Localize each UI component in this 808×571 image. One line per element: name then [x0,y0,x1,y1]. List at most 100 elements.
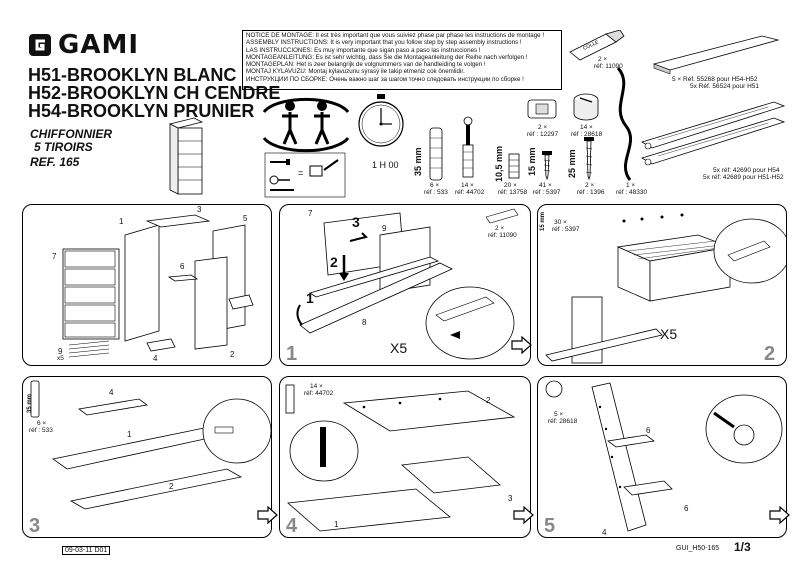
notice-line: LAS INSTRUCCIONES: Es muy importante que… [246,46,481,54]
brand-name: GAMI [58,30,140,60]
cam-bolt-illustration [285,384,516,532]
slides-ref-2: 5x réf: 42689 pour H51-H52 [703,174,784,181]
next-arrow-icon [511,336,532,354]
step-number: 5 [544,515,556,537]
cam-qty: 5 × [554,411,564,418]
part-label-4: 4 [109,388,114,397]
step-4-panel: 14 × réf: 44702 2 3 1 4 [279,376,531,538]
brand-logo: GAMI [28,30,139,60]
dowel-qty: 6 × [430,182,440,189]
cam-fitting-ref: réf : 28618 [571,131,603,138]
screw-ref: réf : 5397 [552,226,580,233]
side-panel-illustration [545,380,783,532]
glue-ref: réf: 11090 [488,232,517,239]
glue-ref: réf: 11090 [594,63,623,70]
screw-dim: 15 mm [540,211,546,231]
plug-icon [508,153,520,179]
short-screw-icon [542,151,552,180]
arrow-step-3: 3 [352,214,360,230]
step-1-panel: 7 9 8 1 2 3 2 × réf: 11090 1 X5 [279,204,531,366]
notice-line: ASSEMBLY INSTRUCTIONS: It is very import… [246,39,522,47]
two-people-icon [262,97,350,153]
arrow-step-1: 1 [306,290,314,306]
step-2-panel: 30 × réf : 5397 15 mm X5 2 [537,204,787,366]
dowel-insertion-illustration [30,380,271,510]
glue-qty: 2 × [495,225,505,232]
step-number: 1 [286,343,298,365]
top-rail-ref-2: 5x Réf. 56524 pour H51 [690,83,760,90]
long-screw-ref: réf : 1396 [577,189,605,196]
notice-line: MONTAJ KÝLAVUZU: Montaj kýlavuzunu sýras… [246,68,465,76]
part-label-7: 7 [52,252,57,261]
dowel-dim: 35 mm [413,147,423,176]
glue-qty: 2 × [598,56,608,63]
footer-doc-ref: GUI_H50-165 [676,545,720,552]
part-label-2: 2 [230,350,235,359]
long-screw-icon [584,137,594,180]
product-ref: REF. 165 [30,155,80,169]
model-line: H54-BROOKLYN PRUNIER [28,101,255,121]
long-screw-qty: 2 × [585,182,595,189]
cam-bolt-icon [462,116,474,178]
next-arrow-icon [769,506,790,524]
assembly-time: 1 H 00 [372,160,399,170]
part-label-1: 1 [119,217,124,226]
notice-line: MONTAGEANLEITUNG: Es ist sehr wichtig, d… [246,53,528,61]
strip-qty: 1 × [626,182,636,189]
dowel-icon [429,127,443,181]
model-line: H52-BROOKLYN CH CENDRE [28,83,281,103]
notice-line: ИНСТРУКЦИИ ПО СБОРКЕ: Очень важно шаг за… [246,75,524,83]
step-number: 2 [764,343,776,365]
cam-lock-ref: réf : 12297 [527,131,559,138]
top-rail-ref-1: 5 × Réf. 55268 pour H54-H52 [672,76,758,83]
page-number: 1/3 [734,540,751,554]
nails-qty: 9 [58,347,63,356]
slides-ref-1: 5x réf: 42690 pour H54 [713,167,780,174]
top-rail-icon [652,35,780,75]
part-label-6: 6 [180,262,185,271]
step-number: 4 [286,515,298,537]
product-info: CHIFFONNIER 5 TIROIRS REF. 165 [30,128,112,169]
next-arrow-icon [257,506,278,524]
glue-tube-icon: COLLE [569,30,625,61]
step-3-panel: 35 mm 6 × réf : 533 4 1 2 3 [22,376,272,538]
drawer-slides-icon [641,101,786,166]
short-screw-qty: 41 × [539,182,552,189]
notice-line: MONTAGEPLAN: Het is zeer belangrijk de v… [246,61,486,69]
part-label-5: 5 [243,214,248,223]
plug-qty: 20 × [504,182,517,189]
cam-fitting-icon [573,93,599,121]
part-label-7: 7 [308,209,313,218]
part-label-6: 6 [684,504,689,513]
cam-bolt-qty: 14 × [461,182,474,189]
drawer-slide-illustration [545,213,786,364]
cam-fitting-qty: 14 × [580,124,593,131]
model-line: H51-BROOKLYN BLANC [28,65,237,85]
assembly-notice: NOTICE DE MONTAGE: Il est très important… [242,30,562,90]
gami-logo-icon [29,34,51,56]
step-multiplier: X5 [660,326,678,342]
footer-code: 09-03-11 D01 [62,546,111,555]
bolt-ref: réf: 44702 [304,390,334,397]
short-screw-ref: réf : 5397 [533,189,561,196]
short-screw-dim: 15 mm [527,147,537,176]
step-5-panel: 5 × réf: 28618 6 6 4 5 [537,376,787,538]
clock-icon [358,94,404,147]
part-label-9: 9 [382,224,387,233]
part-label-1: 1 [334,520,339,529]
product-type: CHIFFONNIER [30,127,112,141]
plug-dim: 10,5 mm [494,145,504,182]
back-panel-strip-icon [616,67,633,181]
notice-line: NOTICE DE MONTAGE: Il est très important… [246,32,545,39]
nails-mult: x5 [57,355,64,362]
part-label-1: 1 [127,430,132,439]
strip-ref: réf : 48330 [616,189,648,196]
long-screw-dim: 25 mm [567,149,577,178]
part-label-3: 3 [508,494,513,503]
overview-panel: 1 3 5 6 2 4 7 9 x5 [22,204,272,366]
cam-lock-icon [527,99,557,119]
cam-ref: réf: 28618 [548,418,578,425]
tools-icon: = [264,152,346,198]
part-label-4: 4 [153,354,158,363]
part-label-2: 2 [486,396,491,405]
